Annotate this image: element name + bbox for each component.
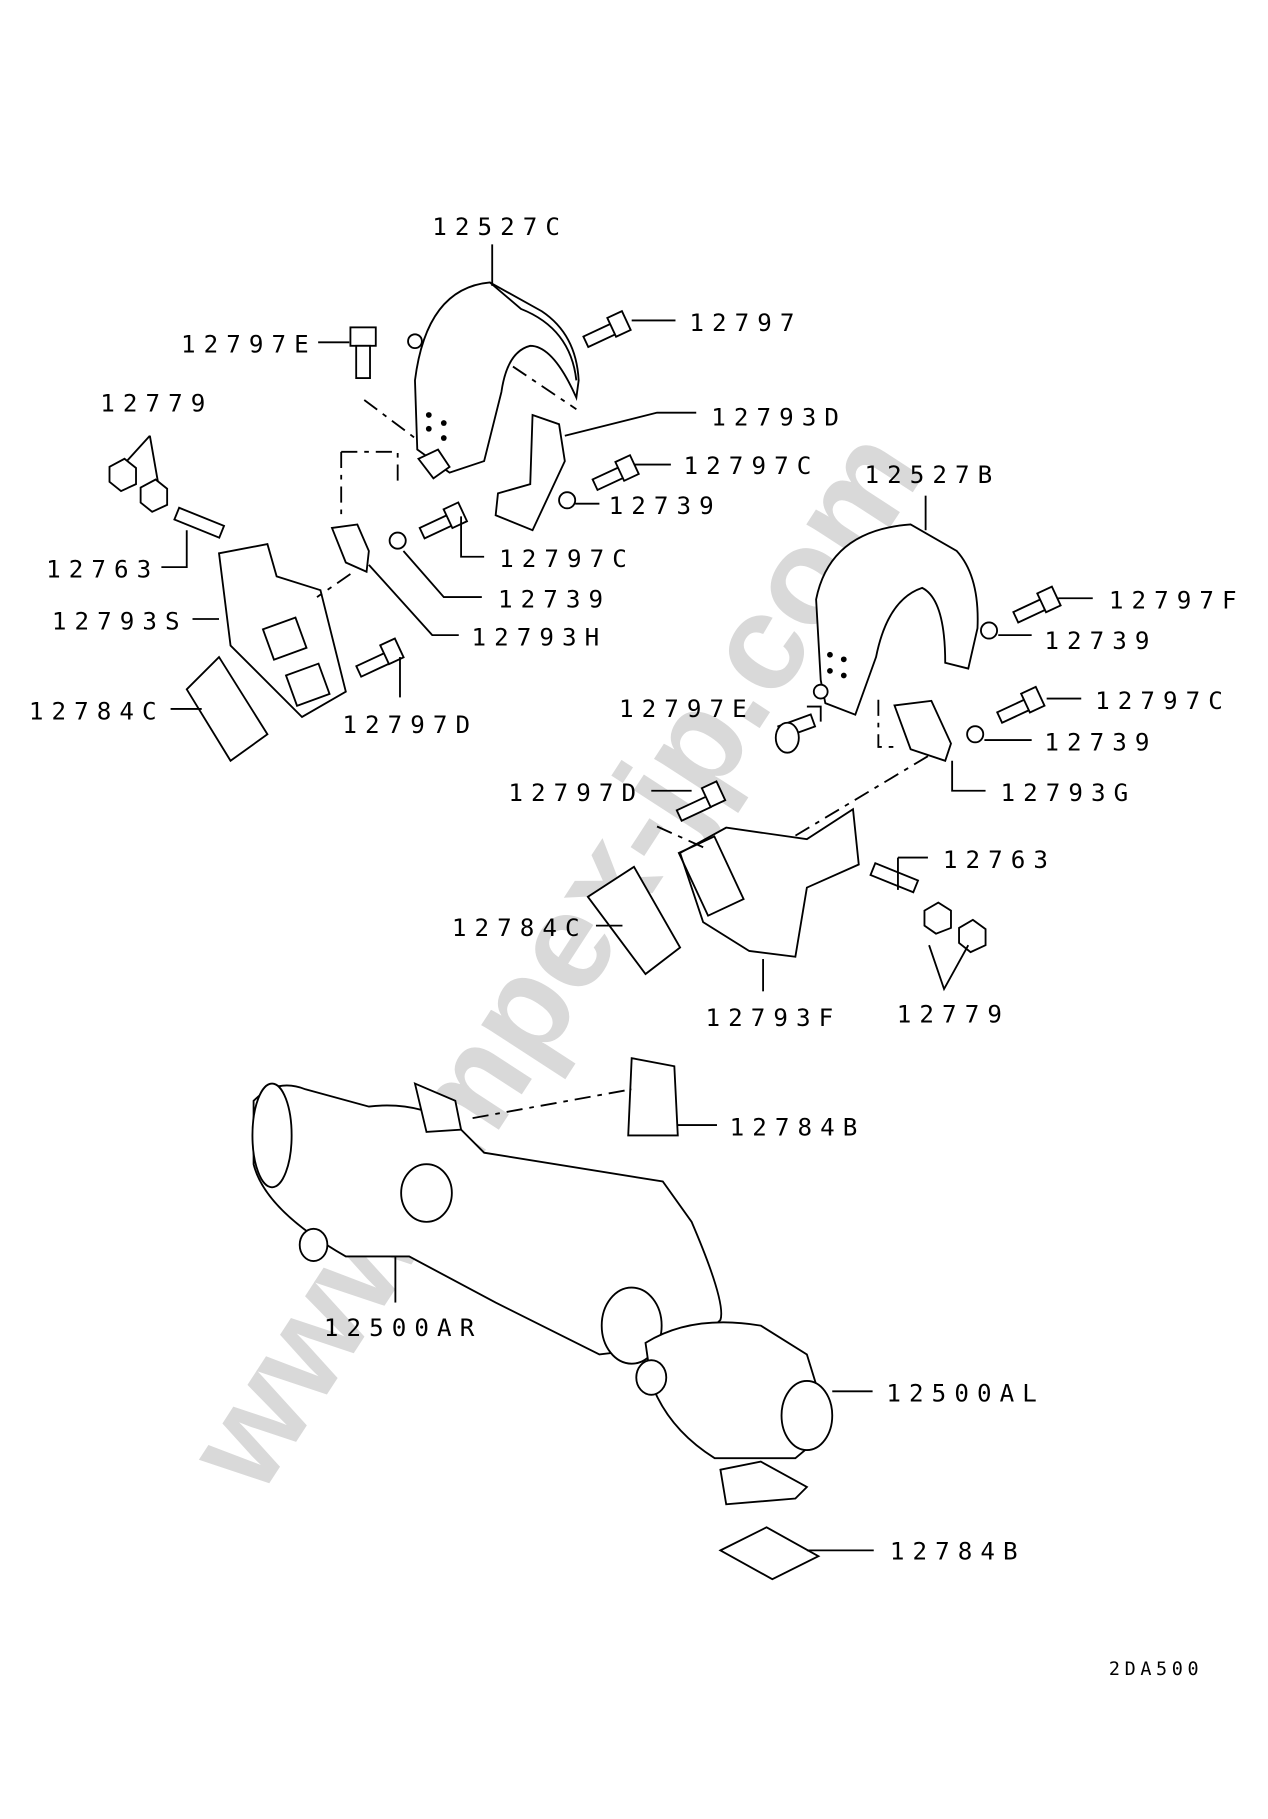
bolt-12797f (1012, 585, 1062, 624)
part-label-12739: 12739 (609, 492, 722, 520)
part-label-12797d: 12797D (508, 779, 644, 807)
part-label-12797c: 12797C (684, 452, 820, 480)
nut-12779 (958, 918, 987, 954)
part-label-12779: 12779 (100, 390, 213, 418)
bolt-12797 (582, 309, 632, 349)
stud-12763 (173, 506, 226, 539)
bracket-12793h (330, 523, 370, 574)
heat-shield-12527c (407, 281, 580, 480)
stud-12763 (869, 862, 920, 894)
gasket-12784c (185, 655, 269, 763)
part-label-12797f: 12797F (1109, 587, 1245, 615)
part-label-12784b: 12784B (730, 1113, 866, 1141)
part-label-12797: 12797 (689, 309, 802, 337)
washer-12739 (558, 491, 577, 510)
part-label-12793d: 12793D (711, 403, 847, 431)
part-label-12527c: 12527C (432, 213, 568, 241)
gasket-12784b (718, 1526, 821, 1581)
part-label-12784c: 12784C (29, 697, 165, 725)
nut-12779 (923, 901, 952, 935)
elbow-12793f (678, 807, 860, 958)
part-label-12793h: 12793H (471, 624, 607, 652)
washer-12739 (980, 621, 999, 640)
part-label-12739: 12739 (498, 585, 611, 613)
part-label-12797e: 12797E (619, 695, 755, 723)
part-label-12500al: 12500AL (886, 1380, 1044, 1408)
washer-12739 (966, 725, 985, 744)
part-label-12739: 12739 (1044, 728, 1157, 756)
part-label-12797e: 12797E (181, 331, 317, 359)
bracket-12793d (494, 413, 566, 532)
bolt-12797d (675, 780, 727, 822)
turbocharger-assembly (251, 1057, 834, 1581)
part-label-12500ar: 12500AR (324, 1314, 482, 1342)
part-label-12793f: 12793F (705, 1004, 841, 1032)
part-label-12784b: 12784B (890, 1538, 1026, 1566)
washer-12739 (388, 531, 407, 550)
part-label-12793g: 12793G (1001, 779, 1137, 807)
part-label-12763: 12763 (46, 556, 159, 584)
nut-12779 (108, 457, 137, 493)
part-label-12784c: 12784C (452, 914, 588, 942)
bolt-12797c (418, 501, 469, 540)
bolt-12797e (774, 713, 817, 754)
bracket-12793g (893, 699, 952, 762)
bolt-12797c (995, 685, 1046, 724)
leader-lines (126, 244, 1093, 1552)
nut-12779 (139, 478, 169, 513)
bolt-12797d (355, 637, 405, 678)
elbow-12793s (217, 543, 347, 719)
part-label-12797c: 12797C (499, 545, 635, 573)
gasket-12784b (627, 1057, 679, 1137)
part-label-12763: 12763 (943, 846, 1056, 874)
bolt-12797e (349, 326, 377, 380)
gasket-12784c (586, 865, 682, 976)
part-label-12797c: 12797C (1095, 687, 1231, 715)
part-label-12739: 12739 (1044, 627, 1157, 655)
part-label-12527b: 12527B (865, 461, 1001, 489)
bolt-12797c (591, 453, 640, 492)
part-label-12797d: 12797D (342, 711, 478, 739)
diagram-code: 2DA500 (1109, 1659, 1203, 1680)
part-label-12793s: 12793S (52, 607, 188, 635)
part-label-12779: 12779 (897, 1000, 1010, 1028)
heat-shield-12527b (812, 523, 979, 716)
